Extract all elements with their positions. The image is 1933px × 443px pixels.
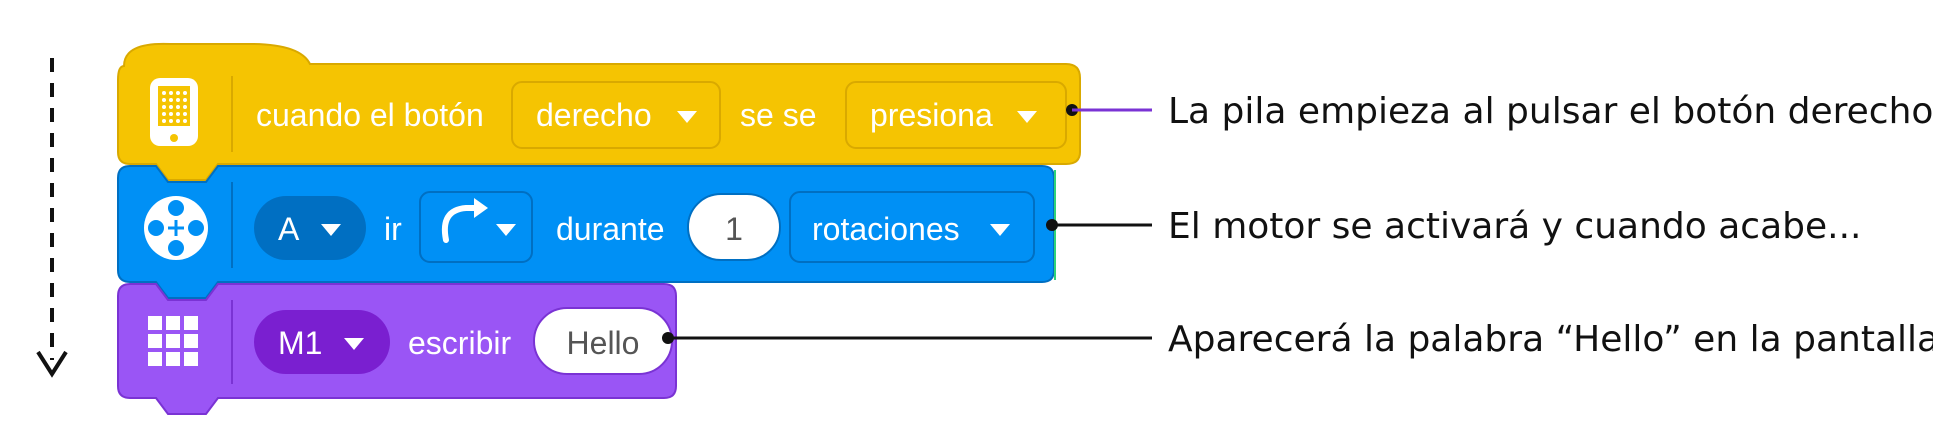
unit-dropdown[interactable]: rotaciones xyxy=(789,191,1035,263)
event-block[interactable]: cuando el botón derecho se se presiona xyxy=(117,42,1081,181)
motor-run-block[interactable]: A ir durante 1 rotaciones xyxy=(117,165,1056,299)
display-write-block[interactable]: M1 escribir Hello xyxy=(117,283,677,415)
display-label-write: escribir xyxy=(408,325,511,361)
chevron-down-icon xyxy=(321,224,341,236)
chevron-down-icon xyxy=(1017,111,1037,123)
chevron-down-icon xyxy=(496,224,516,236)
motor-port-dropdown[interactable]: A xyxy=(254,196,366,260)
light-matrix-icon xyxy=(148,316,198,366)
flow-arrow-icon xyxy=(36,58,68,378)
unit-value: rotaciones xyxy=(812,211,960,247)
motor-icon xyxy=(144,196,208,260)
amount-value: 1 xyxy=(725,211,743,247)
motor-port-value: A xyxy=(278,211,300,247)
motor-label-go: ir xyxy=(384,211,402,247)
text-input[interactable]: Hello xyxy=(533,307,673,375)
text-input-value: Hello xyxy=(567,325,640,361)
button-action-dropdown[interactable]: presiona xyxy=(845,81,1067,149)
annotation-start: La pila empieza al pulsar el botón derec… xyxy=(1168,91,1933,132)
chevron-down-icon xyxy=(344,338,364,350)
hub-icon xyxy=(150,78,198,146)
annotation-display: Aparecerá la palabra “Hello” en la panta… xyxy=(1168,319,1933,360)
chevron-down-icon xyxy=(990,224,1010,236)
button-side-dropdown[interactable]: derecho xyxy=(511,81,721,149)
annotation-connectors xyxy=(662,104,1152,344)
chevron-down-icon xyxy=(677,111,697,123)
motor-label-for: durante xyxy=(556,211,665,247)
display-port-value: M1 xyxy=(278,325,322,361)
event-label-start: cuando el botón xyxy=(256,97,484,133)
clockwise-arrow-icon xyxy=(442,198,488,243)
direction-dropdown[interactable] xyxy=(419,191,533,263)
button-side-value: derecho xyxy=(536,97,652,133)
event-label-mid: se se xyxy=(740,97,816,133)
button-action-value: presiona xyxy=(870,97,993,133)
amount-input[interactable]: 1 xyxy=(687,193,781,261)
annotation-motor: El motor se activará y cuando acabe... xyxy=(1168,206,1862,247)
display-port-dropdown[interactable]: M1 xyxy=(254,310,390,374)
